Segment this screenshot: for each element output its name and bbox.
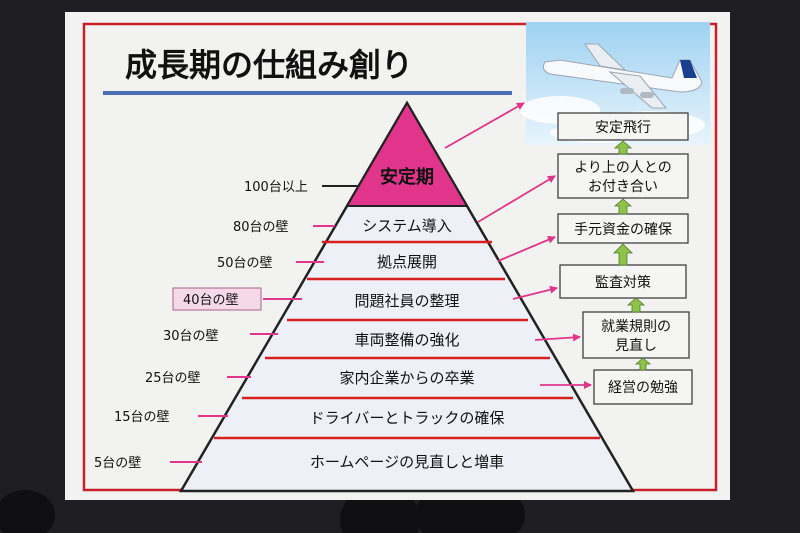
wall-40-highlight — [172, 287, 262, 311]
pyramid-top-label: 安定期 — [380, 166, 434, 188]
step-label: 見直し — [615, 337, 657, 354]
connector-arrow — [512, 285, 558, 300]
step-label: お付き合い — [588, 179, 658, 195]
up-arrow-icon — [613, 243, 633, 266]
audience-head — [0, 490, 55, 533]
green-arrows — [613, 140, 652, 371]
step-box-relations — [557, 153, 689, 199]
steps: 安定飛行 より上の人との お付き合い 手元資金の確保 監査対策 就業規則の 見直… — [557, 112, 693, 405]
up-arrow-icon — [634, 357, 652, 371]
pyramid-layer-label: システム導入 — [362, 217, 452, 235]
connector-arrow — [444, 102, 525, 149]
wall-label: 15台の壁 — [114, 410, 170, 425]
wall-label: 25台の壁 — [145, 371, 201, 386]
up-arrow-icon — [613, 198, 633, 215]
page-title: 成長期の仕組み創り — [125, 46, 413, 84]
step-label: 安定飛行 — [595, 120, 651, 136]
up-arrow-icon — [613, 140, 633, 155]
pyramid-layer-label: 車両整備の強化 — [354, 331, 459, 349]
wall-label: 50台の壁 — [217, 256, 273, 271]
pyramid-layer-label: ドライバーとトラックの確保 — [310, 409, 505, 427]
pink-arrows — [444, 102, 592, 389]
wall-label: 100台以上 — [244, 180, 308, 195]
wall-labels: 100台以上 80台の壁 50台の壁 40台の壁 30台の壁 25台の壁 15台… — [94, 180, 358, 471]
step-label: 就業規則の — [601, 319, 671, 335]
pyramid-layer-label: 家内企業からの卒業 — [339, 369, 474, 387]
pyramid-layer-label: 問題社員の整理 — [354, 292, 459, 310]
pyramid-layer-label: 拠点展開 — [377, 253, 437, 271]
step-label: 手元資金の確保 — [574, 222, 672, 238]
wall-label: 80台の壁 — [233, 220, 289, 235]
step-box-stable-flight — [557, 112, 689, 141]
step-box-study — [593, 369, 693, 405]
connector-arrow — [534, 333, 581, 342]
step-label: より上の人との — [574, 160, 672, 176]
step-box-audit — [559, 264, 687, 299]
connector-arrow — [477, 175, 556, 223]
connector-arrow — [497, 236, 556, 262]
wall-label: 30台の壁 — [163, 329, 219, 344]
step-label: 経営の勉強 — [608, 380, 678, 396]
wall-label: 5台の壁 — [94, 456, 141, 471]
up-arrow-icon — [626, 297, 646, 313]
wall-label: 40台の壁 — [183, 293, 239, 308]
pyramid-layer-label: ホームページの見直しと増車 — [310, 453, 504, 471]
pyramid: 安定期 システム導入 拠点展開 問題社員の整理 車両整備の強化 家内企業からの卒… — [178, 100, 636, 493]
step-box-rules — [582, 311, 690, 359]
step-label: 監査対策 — [595, 274, 651, 291]
